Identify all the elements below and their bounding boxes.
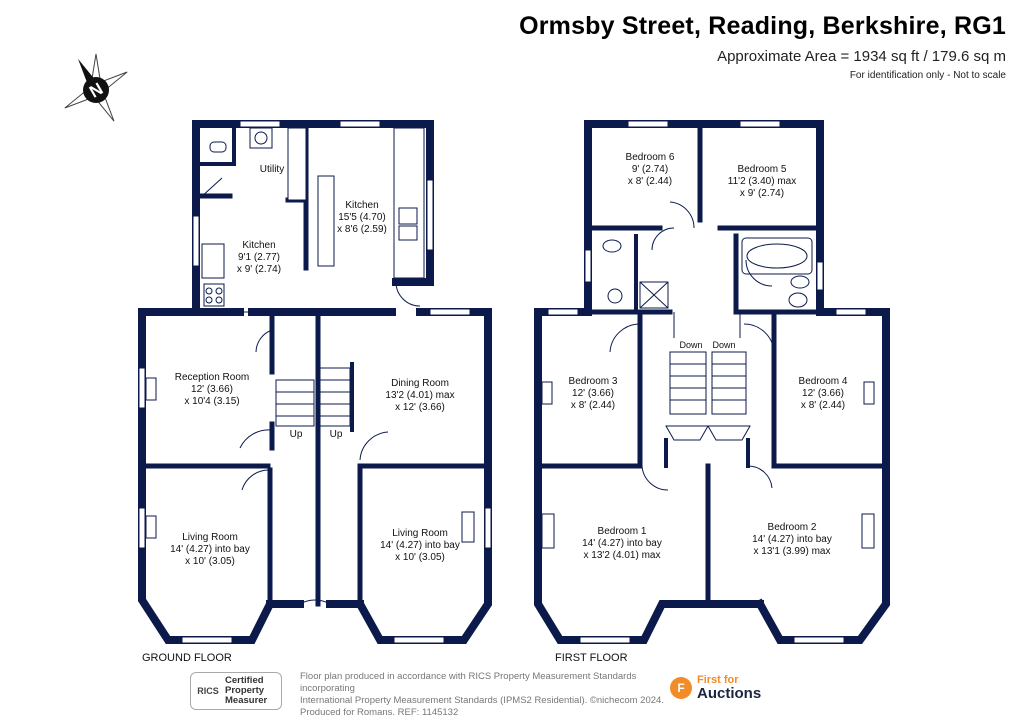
brand-icon: F [670,676,692,699]
reception-dim2: x 10'4 (3.15) [184,396,239,407]
brand-line1: First for [697,674,739,686]
compass: N [64,53,128,122]
kitchen-large-dim2: x 8'6 (2.59) [337,224,387,235]
living-left-dim2: x 10' (3.05) [185,556,235,567]
first-floor-fixtures [541,201,875,549]
room-labels: Utility Kitchen 9'1 (2.77) x 9' (2.74) K… [170,152,848,567]
brand-logo: F First for Auctions [670,674,761,701]
first-floor-windows [547,120,867,644]
ground-floor-windows [138,120,492,644]
bedroom5-dim1: 11'2 (3.40) max [728,176,796,187]
stairs-up-left: Up [290,429,303,440]
kitchen-small-dim1: 9'1 (2.77) [238,252,280,263]
living-right-name: Living Room [392,528,448,539]
stairs-up-right: Up [330,429,343,440]
rics-logo-icon: RICS [191,674,225,708]
living-left-name: Living Room [182,532,238,543]
bedroom5-dim2: x 9' (2.74) [740,188,784,199]
footer-line2: International Property Measurement Stand… [300,695,664,706]
brand-line2: Auctions [697,685,762,702]
bedroom6-dim1: 9' (2.74) [632,164,668,175]
rics-line3: Measurer [225,695,268,706]
kitchen-large-dim1: 15'5 (4.70) [338,212,386,223]
kitchen-large-name: Kitchen [345,200,378,211]
rics-line2: Property [225,685,265,696]
ground-floor-label: GROUND FLOOR [142,652,232,664]
living-right-dim2: x 10' (3.05) [395,552,445,563]
property-title: Ormsby Street, Reading, Berkshire, RG1 [519,12,1006,40]
bedroom4-dim1: 12' (3.66) [802,388,844,399]
bedroom1-dim2: x 13'2 (4.01) max [584,550,661,561]
brand-text: First for Auctions [697,674,761,701]
first-floor-walls [534,120,890,644]
footer-line1: Floor plan produced in accordance with R… [300,671,637,694]
reception-name: Reception Room [175,372,249,383]
bedroom4-name: Bedroom 4 [799,376,848,387]
bedroom2-name: Bedroom 2 [768,522,817,533]
bedroom2-dim1: 14' (4.27) into bay [752,534,832,545]
footer-disclaimer: Floor plan produced in accordance with R… [300,671,670,719]
brand-icon-letter: F [677,680,685,695]
bedroom1-dim1: 14' (4.27) into bay [582,538,662,549]
reception-dim1: 12' (3.66) [191,384,233,395]
approximate-area: Approximate Area = 1934 sq ft / 179.6 sq… [717,48,1006,65]
rics-logo-text: RICS [197,686,219,696]
stairs-down-left: Down [679,340,702,350]
rics-line1: Certified [225,675,264,686]
footer-line3: Produced for Romans. REF: 1145132 [300,707,459,718]
dining-dim2: x 12' (3.66) [395,402,445,413]
first-floor-label: FIRST FLOOR [555,652,628,664]
bedroom3-dim1: 12' (3.66) [572,388,614,399]
bedroom3-name: Bedroom 3 [569,376,618,387]
scale-note: For identification only - Not to scale [849,70,1006,81]
kitchen-small-name: Kitchen [242,240,275,251]
bedroom3-dim2: x 8' (2.44) [571,400,615,411]
ground-floor-fixtures [145,127,475,605]
bedroom6-name: Bedroom 6 [626,152,675,163]
living-left-dim1: 14' (4.27) into bay [170,544,250,555]
rics-badge-text: Certified Property Measurer [225,676,267,706]
bedroom1-name: Bedroom 1 [598,526,647,537]
bedroom4-dim2: x 8' (2.44) [801,400,845,411]
bedroom5-name: Bedroom 5 [738,164,787,175]
stairs-down-right: Down [712,340,735,350]
bedroom6-dim2: x 8' (2.44) [628,176,672,187]
kitchen-small-dim2: x 9' (2.74) [237,264,281,275]
dining-name: Dining Room [391,378,449,389]
dining-dim1: 13'2 (4.01) max [385,390,454,401]
bedroom2-dim2: x 13'1 (3.99) max [754,546,831,557]
rics-badge: RICS Certified Property Measurer [190,672,282,710]
utility-label: Utility [260,164,284,175]
living-right-dim1: 14' (4.27) into bay [380,540,460,551]
